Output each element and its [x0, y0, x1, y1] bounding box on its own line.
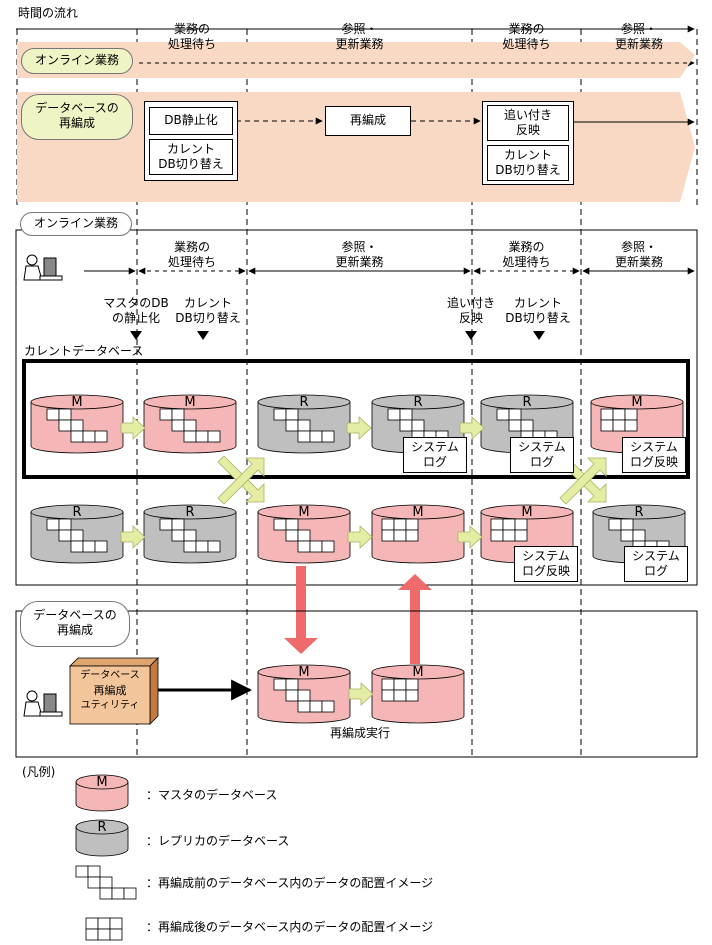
phase-ref-label: 参照・更新業務 — [335, 22, 384, 51]
db-letter: M — [298, 505, 309, 520]
system-log-label: システムログ — [632, 549, 680, 578]
master-db-cylinder: M — [371, 664, 465, 724]
transition-arrow — [459, 416, 485, 440]
system-log-box: システムログ — [624, 546, 688, 582]
current-db-frame — [22, 359, 690, 479]
legend-before-text: ：再編成前のデータベース内のデータの配置イメージ — [146, 876, 434, 890]
system-log-apply-box: システムログ反映 — [622, 437, 686, 473]
db-letter: R — [413, 395, 422, 410]
db-letter: M — [298, 665, 309, 680]
reorg-down-arrow — [284, 566, 318, 654]
db-letter: R — [185, 505, 194, 520]
system-log-box: システムログ — [403, 437, 467, 473]
system-log-apply-box: システムログ反映 — [514, 546, 578, 582]
swap-arrows-icon — [217, 455, 265, 505]
system-log-apply-label: システムログ反映 — [521, 549, 570, 578]
reorg-utility-box — [69, 657, 159, 725]
db-letter: R — [299, 395, 308, 410]
online-band — [17, 42, 695, 78]
reorg-utility-label: データベース 再編成 ユティリティ — [80, 670, 140, 711]
db-letter: M — [631, 395, 642, 410]
db-letter: M — [71, 395, 82, 410]
phase-wait-label: 業務の処理待ち — [502, 240, 551, 269]
transition-arrow — [120, 525, 146, 549]
master-db-cylinder: M — [257, 504, 351, 564]
phase-ref-label: 参照・更新業務 — [614, 240, 663, 269]
reorg-step-label: 再編成 — [349, 113, 386, 127]
event-markers — [130, 331, 545, 340]
online-pill: オンライン業務 — [21, 48, 133, 74]
master-db-cylinder: M — [143, 394, 237, 454]
online-section-frame — [15, 229, 698, 586]
reorg-up-arrow — [398, 574, 432, 664]
phase-wait-label: 業務の処理待ち — [502, 22, 551, 51]
transition-arrow — [120, 416, 146, 440]
db-letter: M — [184, 395, 195, 410]
catchup-label: 追い付き反映 — [503, 108, 552, 137]
db-letter: M — [412, 665, 423, 680]
legend-title: (凡例) — [22, 765, 56, 779]
online-section-label-box: オンライン業務 — [20, 212, 132, 236]
db-letter: M — [96, 775, 107, 790]
current-db-label: カレントデータベース — [24, 344, 144, 358]
online-pill-label: オンライン業務 — [34, 53, 119, 67]
master-db-cylinder: M — [371, 504, 465, 564]
db-letter: M — [521, 505, 532, 520]
phase-wait-label: 業務の処理待ち — [167, 22, 216, 51]
db-letter: R — [97, 820, 106, 835]
master-db-cylinder: M — [30, 394, 124, 454]
replica-db-cylinder: R — [143, 504, 237, 564]
system-log-apply-label: システムログ反映 — [629, 440, 678, 469]
reorg-pill: データベースの再編成 — [21, 94, 133, 140]
phase-wait-label: 業務の処理待ち — [167, 240, 216, 269]
db-letter: M — [412, 505, 423, 520]
reorg-section-label-box: データベースの再編成 — [20, 601, 130, 647]
reorg-exec-label: 再編成実行 — [329, 726, 390, 740]
reorg-pill-label: データベースの再編成 — [35, 101, 119, 130]
db-quiesce-label: DB静止化 — [164, 113, 218, 127]
user-icon — [23, 690, 63, 717]
db-letter: R — [72, 505, 81, 520]
legend-replica-text: ：レプリカのデータベース — [146, 834, 290, 848]
replica-db-cylinder: R — [257, 394, 351, 454]
online-section-label: オンライン業務 — [33, 216, 118, 230]
legend-after-text: ：再編成後のデータベース内のデータの配置イメージ — [146, 920, 434, 934]
db-letter: R — [522, 395, 531, 410]
master-db-cylinder: M — [257, 664, 351, 724]
phase-ref-label: 参照・更新業務 — [335, 240, 384, 269]
system-log-label: システムログ — [518, 440, 566, 469]
system-log-box: システムログ — [510, 437, 574, 473]
transition-arrow — [348, 682, 374, 706]
replica-db-cylinder: R — [30, 504, 124, 564]
transition-arrow — [346, 416, 372, 440]
system-log-label: システムログ — [411, 440, 459, 469]
db-letter: R — [634, 505, 643, 520]
top-flow-arrows — [236, 117, 695, 126]
legend-master-cylinder: M — [75, 774, 129, 812]
legend-replica-cylinder: R — [75, 819, 129, 857]
timeline-title: 時間の流れ — [18, 6, 79, 20]
legend-master-text: ：マスタのデータベース — [146, 788, 278, 802]
user-icon — [23, 254, 63, 281]
transition-arrow — [347, 525, 373, 549]
db-quiesce-step: DB静止化 — [149, 107, 233, 135]
catchup-step: 追い付き反映 — [487, 105, 569, 141]
reorg-section-frame — [15, 610, 698, 758]
legend-after-shape — [85, 917, 123, 941]
reorg-step: 再編成 — [325, 106, 411, 136]
reorg-section-label: データベースの再編成 — [33, 608, 117, 637]
transition-arrow — [457, 525, 483, 549]
catchup-annotation: 追い付き反映 — [446, 296, 495, 325]
phase-ref-label: 参照・更新業務 — [614, 22, 663, 51]
legend-before-shape — [75, 865, 137, 900]
